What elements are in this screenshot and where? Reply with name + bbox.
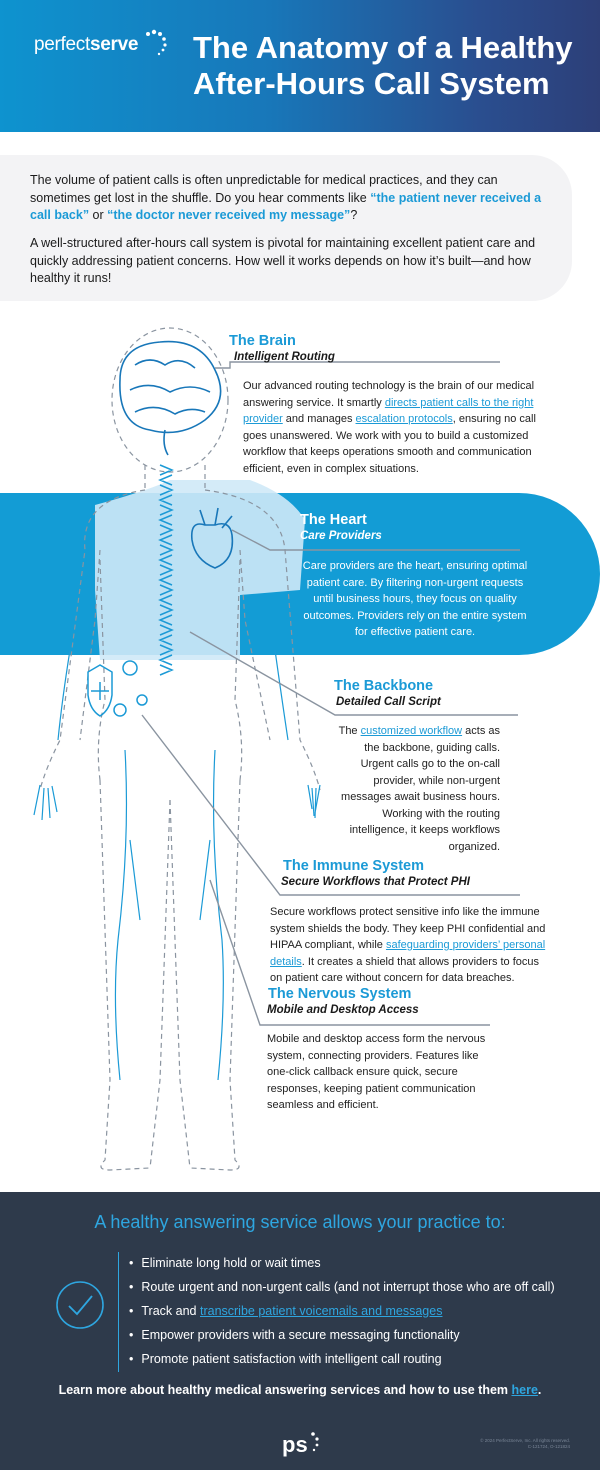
- benefit-text: Promote patient satisfaction with intell…: [141, 1352, 442, 1366]
- nervous-subtitle: Mobile and Desktop Access: [267, 1004, 419, 1016]
- heart-subtitle: Care Providers: [300, 530, 382, 542]
- immune-link-safeguarding[interactable]: safeguarding providers’ personal details: [270, 939, 546, 968]
- checkmark-circle-icon: [56, 1281, 104, 1329]
- list-item: Promote patient satisfaction with intell…: [129, 1348, 588, 1372]
- footer-cta: Learn more about healthy medical answeri…: [0, 1383, 600, 1397]
- brain-title: The Brain: [229, 333, 296, 349]
- backbone-text-1: The: [338, 725, 361, 737]
- cta-here-link[interactable]: here: [511, 1383, 538, 1397]
- brain-text-1: Our advanced routing technology is the b…: [243, 380, 535, 409]
- intro-paragraph-1: The volume of patient calls is often unp…: [30, 172, 560, 225]
- brain-subtitle: Intelligent Routing: [234, 351, 335, 363]
- logo-text-bold: serve: [90, 34, 139, 55]
- immune-text-1: Secure workflows protect sensitive info …: [270, 906, 546, 951]
- backbone-link-workflow[interactable]: customized workflow: [360, 725, 463, 737]
- brain-text-3: , ensuring no call goes unanswered. We w…: [243, 413, 536, 475]
- header-banner: [0, 0, 600, 132]
- intro-text-c: ?: [350, 208, 358, 222]
- intro-text-a: The volume of patient calls is often unp…: [30, 173, 498, 205]
- transcribe-voicemails-link[interactable]: transcribe patient voicemails and messag…: [199, 1304, 443, 1318]
- svg-text:ps: ps: [282, 1432, 308, 1457]
- title-line-2: After-Hours Call System: [193, 66, 550, 101]
- logo-dots-icon: [146, 29, 167, 56]
- benefit-text: Eliminate long hold or wait times: [141, 1256, 321, 1270]
- list-item: Track and transcribe patient voicemails …: [129, 1300, 588, 1324]
- intro-quote-1: “the patient never received a call back”: [30, 190, 542, 223]
- immune-text-2: . It creates a shield that allows provid…: [270, 955, 540, 985]
- immune-subtitle: Secure Workflows that Protect PHI: [281, 876, 470, 888]
- footer-heading: A healthy answering service allows your …: [94, 1212, 506, 1232]
- list-item: Eliminate long hold or wait times: [129, 1252, 588, 1276]
- brain-text: Our advanced routing technology is the b…: [243, 378, 538, 477]
- intro-paragraph-2: A well-structured after-hours call syste…: [30, 236, 536, 285]
- brain-text-2: and manages: [282, 413, 356, 425]
- immune-text: Secure workflows protect sensitive info …: [270, 904, 552, 987]
- heart-text: Care providers are the heart, ensuring o…: [302, 560, 528, 638]
- backbone-title: The Backbone: [334, 678, 434, 694]
- logo-text-thin: perfect: [34, 34, 90, 55]
- title-line-1: The Anatomy of a Healthy: [193, 30, 573, 65]
- page-title: The Anatomy of a Healthy After-Hours Cal…: [193, 30, 593, 102]
- perfectserve-logo[interactable]: perfectserve: [34, 34, 138, 56]
- intro-panel: The volume of patient calls is often unp…: [0, 155, 572, 301]
- nervous-text: Mobile and desktop access form the nervo…: [267, 1033, 486, 1111]
- backbone-subtitle: Detailed Call Script: [336, 696, 441, 708]
- ps-logo-icon[interactable]: ps: [280, 1428, 320, 1458]
- benefits-list: Eliminate long hold or wait times Route …: [118, 1252, 588, 1372]
- list-item: Empower providers with a secure messagin…: [129, 1324, 588, 1348]
- cta-end: .: [537, 1383, 542, 1397]
- list-item: Route urgent and non-urgent calls (and n…: [129, 1276, 588, 1300]
- intro-text-b: or: [89, 208, 108, 222]
- copyright-notice: © 2024 PerfectServe, Inc. All rights res…: [430, 1438, 570, 1450]
- intro-quote-2: “the doctor never received my message”: [107, 208, 351, 222]
- benefit-text: Track and: [141, 1304, 200, 1318]
- heart-title: The Heart: [300, 512, 367, 528]
- human-body-illustration: [33, 327, 520, 1171]
- copyright-line-1: © 2024 PerfectServe, Inc. All rights res…: [480, 1438, 570, 1443]
- immune-title: The Immune System: [283, 858, 425, 874]
- benefit-text: Empower providers with a secure messagin…: [141, 1328, 460, 1342]
- nervous-title: The Nervous System: [268, 986, 412, 1002]
- cta-text: Learn more about healthy medical answeri…: [58, 1383, 512, 1397]
- backbone-text: The customized workflow acts as the back…: [330, 723, 500, 855]
- benefit-text: Route urgent and non-urgent calls (and n…: [141, 1280, 555, 1294]
- brain-link-escalation[interactable]: escalation protocols: [355, 413, 453, 425]
- backbone-text-2: acts as the backbone, guiding calls. Urg…: [341, 725, 500, 853]
- brain-link-directs-calls[interactable]: directs patient calls to the right provi…: [243, 396, 534, 426]
- copyright-line-2: C-121724, O-121824: [527, 1444, 570, 1449]
